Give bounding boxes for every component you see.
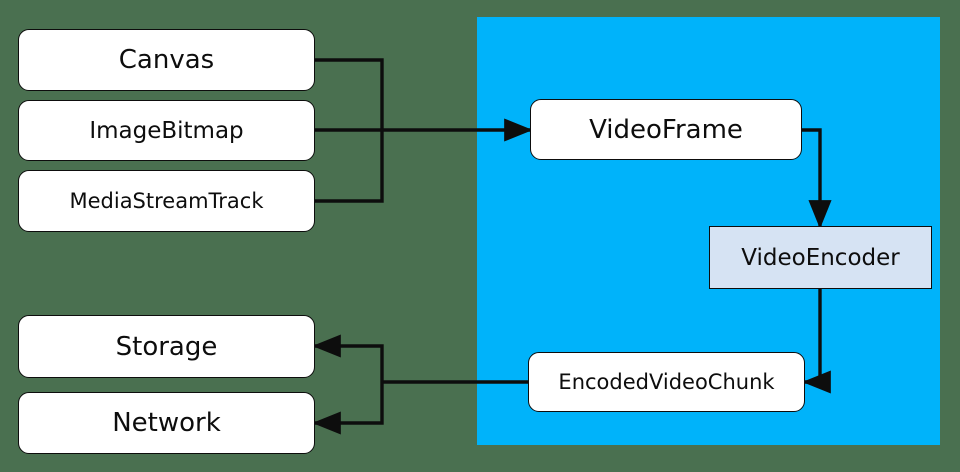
- node-image-bitmap-label: ImageBitmap: [89, 117, 244, 144]
- node-video-encoder[interactable]: VideoEncoder: [709, 226, 932, 289]
- edge-encoded-video-chunk-to-storage: [312, 334, 384, 382]
- node-video-frame-label: VideoFrame: [589, 114, 743, 145]
- edge-encoded-video-chunk-to-network: [312, 382, 384, 435]
- node-canvas[interactable]: Canvas: [18, 29, 315, 91]
- node-storage[interactable]: Storage: [18, 315, 315, 378]
- node-video-frame[interactable]: VideoFrame: [530, 99, 802, 160]
- node-video-encoder-label: VideoEncoder: [741, 244, 900, 271]
- node-network[interactable]: Network: [18, 392, 315, 454]
- edge-canvas-to-video-frame: [315, 58, 384, 130]
- edge-media-stream-track-to-video-frame: [315, 130, 384, 203]
- node-media-stream-track[interactable]: MediaStreamTrack: [18, 170, 315, 232]
- node-network-label: Network: [112, 408, 221, 438]
- node-canvas-label: Canvas: [118, 45, 215, 75]
- node-encoded-video-chunk-label: EncodedVideoChunk: [558, 370, 775, 394]
- node-image-bitmap[interactable]: ImageBitmap: [18, 100, 315, 161]
- node-encoded-video-chunk[interactable]: EncodedVideoChunk: [528, 352, 805, 412]
- node-storage-label: Storage: [115, 331, 218, 362]
- node-media-stream-track-label: MediaStreamTrack: [69, 189, 264, 213]
